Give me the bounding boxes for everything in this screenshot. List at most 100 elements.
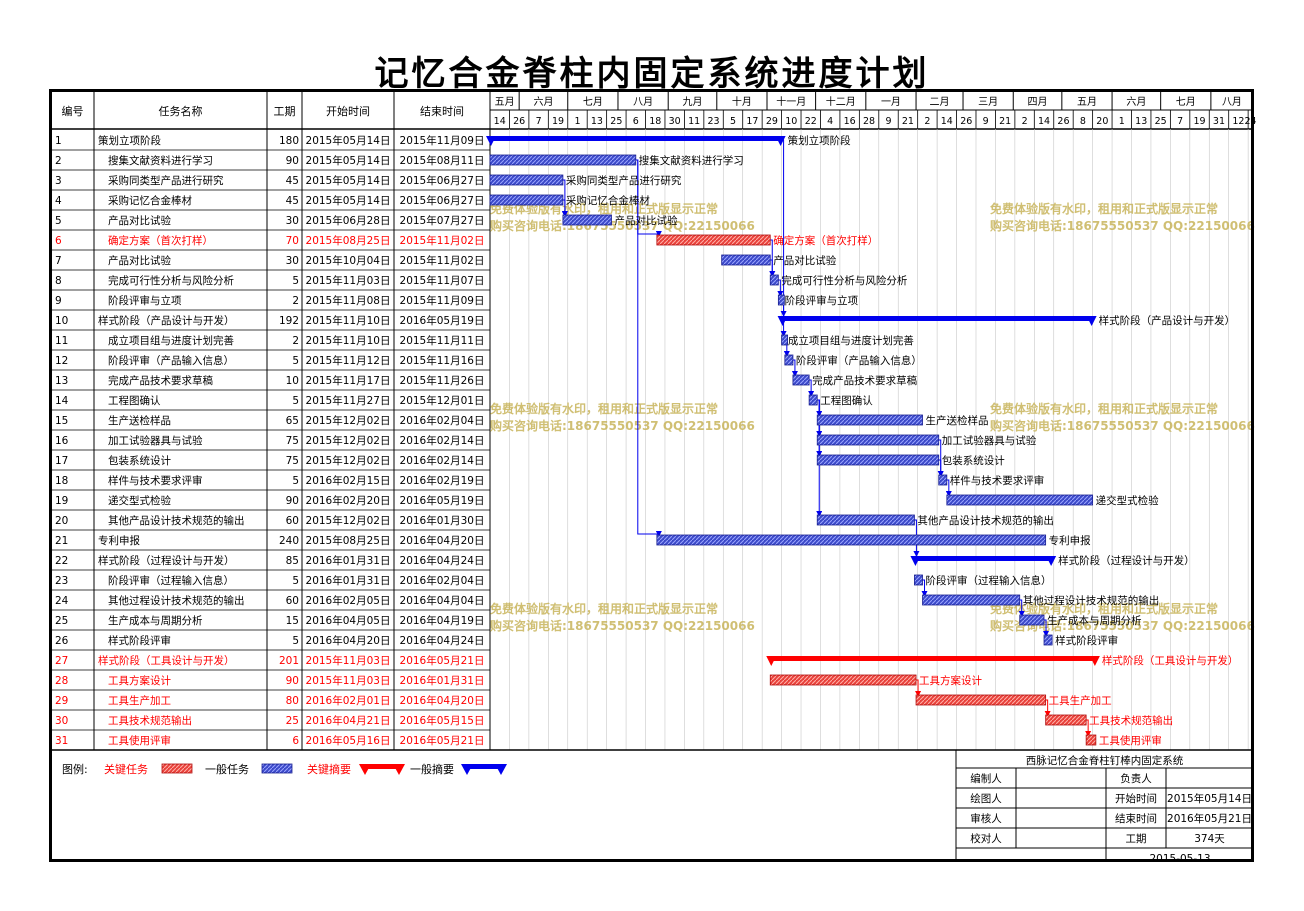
task-name: 包装系统设计 — [108, 454, 171, 467]
task-name: 递交型式检验 — [108, 494, 171, 507]
task-name: 成立项目组与进度计划完善 — [108, 334, 234, 347]
task-duration: 30 — [286, 215, 299, 227]
day-tick-label: 17 — [746, 116, 758, 127]
day-tick-label: 10 — [785, 116, 797, 127]
task-bar — [915, 694, 1047, 706]
day-tick-label: 2 — [1022, 116, 1028, 127]
task-end: 2015年11月09日 — [400, 134, 485, 147]
day-tick-label: 2 — [924, 116, 930, 127]
day-tick-label: 13 — [591, 116, 603, 127]
day-tick-label: 20 — [1096, 116, 1108, 127]
task-duration: 15 — [286, 615, 299, 627]
task-duration: 5 — [292, 635, 299, 647]
task-name: 其他过程设计技术规范的输出 — [108, 594, 245, 607]
task-name: 样式阶段评审 — [108, 634, 171, 647]
watermark-line2: 购买咨询电话:18675550537 QQ:22150066 — [990, 618, 1255, 633]
day-tick-label: 30 — [669, 116, 681, 127]
day-tick-label: 21 — [999, 116, 1011, 127]
day-tick-label: 1 — [1119, 116, 1125, 127]
task-bar — [816, 514, 915, 526]
task-id: 24 — [55, 595, 69, 607]
task-id: 1 — [55, 135, 62, 147]
day-tick-label: 19 — [1193, 116, 1205, 127]
task-duration: 25 — [286, 715, 299, 727]
table-header-start: 开始时间 — [326, 104, 370, 118]
task-start: 2016年02月15日 — [306, 474, 391, 487]
day-tick-label: 9 — [983, 116, 989, 127]
task-name: 其他产品设计技术规范的输出 — [108, 514, 245, 527]
bar-label: 工程图确认 — [820, 394, 873, 407]
task-start: 2015年05月14日 — [306, 174, 391, 187]
task-duration: 240 — [279, 535, 299, 547]
bar-label: 其他过程设计技术规范的输出 — [1023, 594, 1159, 607]
info-cell: 编制人 — [970, 772, 1002, 785]
day-tick-label: 14 — [1038, 116, 1050, 127]
task-id: 21 — [55, 535, 68, 547]
day-tick-label: 28 — [863, 116, 875, 127]
task-end: 2016年04月20日 — [400, 694, 485, 707]
day-tick-label: 25 — [610, 116, 622, 127]
month-label: 七月 — [583, 96, 603, 108]
bar-label: 样式阶段评审 — [1055, 634, 1118, 647]
task-name: 阶段评审与立项 — [108, 294, 182, 307]
task-id: 23 — [55, 575, 68, 587]
task-end: 2015年11月16日 — [400, 354, 485, 367]
task-name: 采购记忆合金棒材 — [108, 194, 192, 207]
task-id: 20 — [55, 515, 68, 527]
bar-label: 样式阶段（产品设计与开发） — [1099, 314, 1236, 327]
task-end: 2016年05月15日 — [400, 714, 485, 727]
info-cell: 开始时间 — [1115, 792, 1157, 805]
task-bar — [922, 594, 1021, 606]
task-id: 3 — [55, 175, 62, 187]
table-header-end: 结束时间 — [420, 105, 464, 118]
watermark-line1: 免费体验版有水印，租用和正式版显示正常 — [490, 601, 718, 616]
month-label: 八月 — [633, 96, 653, 108]
day-tick-label: 26 — [960, 116, 972, 127]
day-tick-label: 14 — [941, 116, 953, 127]
info-cell: 374天 — [1194, 833, 1225, 845]
bar-label: 工具方案设计 — [919, 674, 982, 687]
day-tick-label: 13 — [1135, 116, 1147, 127]
task-id: 26 — [55, 635, 69, 647]
task-end: 2016年05月19日 — [400, 494, 485, 507]
task-bar — [1045, 714, 1087, 726]
task-id: 5 — [55, 215, 62, 227]
task-start: 2016年01月31日 — [306, 554, 391, 567]
task-name: 专利申报 — [98, 534, 140, 547]
task-id: 12 — [55, 355, 68, 367]
task-end: 2016年02月14日 — [400, 454, 485, 467]
task-duration: 70 — [286, 235, 299, 247]
task-end: 2015年11月02日 — [400, 234, 485, 247]
table-header-name: 任务名称 — [159, 104, 203, 118]
summary-bar — [781, 316, 1093, 321]
task-name: 加工试验器具与试验 — [108, 434, 203, 447]
watermark-line1: 免费体验版有水印，租用和正式版显示正常 — [990, 601, 1218, 616]
task-duration: 60 — [286, 515, 299, 527]
month-label: 一月 — [881, 96, 901, 108]
bar-label: 产品对比试验 — [773, 254, 836, 267]
task-start: 2015年11月03日 — [306, 274, 391, 287]
day-tick-label: 26 — [1057, 116, 1069, 127]
month-label: 十二月 — [826, 95, 856, 108]
day-tick-label: 31 — [1213, 116, 1225, 127]
task-id: 27 — [55, 655, 68, 667]
watermark-line2: 购买咨询电话:18675550537 QQ:22150066 — [990, 218, 1255, 233]
task-end: 2015年11月09日 — [400, 294, 485, 307]
task-bar — [781, 334, 788, 346]
summary-cap-end — [775, 136, 786, 146]
task-name: 策划立项阶段 — [98, 134, 161, 147]
task-end: 2016年04月24日 — [400, 554, 485, 567]
task-name: 生产成本与周期分析 — [108, 614, 203, 627]
task-end: 2015年08月11日 — [400, 154, 485, 167]
task-start: 2015年11月27日 — [306, 394, 391, 407]
task-start: 2015年10月04日 — [306, 254, 391, 267]
day-tick-label: 18 — [649, 116, 661, 127]
bar-label: 生产成本与周期分析 — [1047, 614, 1142, 627]
bar-label: 采购同类型产品进行研究 — [566, 174, 682, 187]
summary-cap-end — [1089, 656, 1100, 666]
bar-label: 策划立项阶段 — [788, 134, 851, 147]
bar-label: 阶段评审（过程输入信息） — [926, 574, 1052, 587]
task-start: 2016年04月21日 — [306, 714, 391, 727]
task-start: 2016年01月31日 — [306, 574, 391, 587]
task-id: 9 — [55, 295, 62, 307]
